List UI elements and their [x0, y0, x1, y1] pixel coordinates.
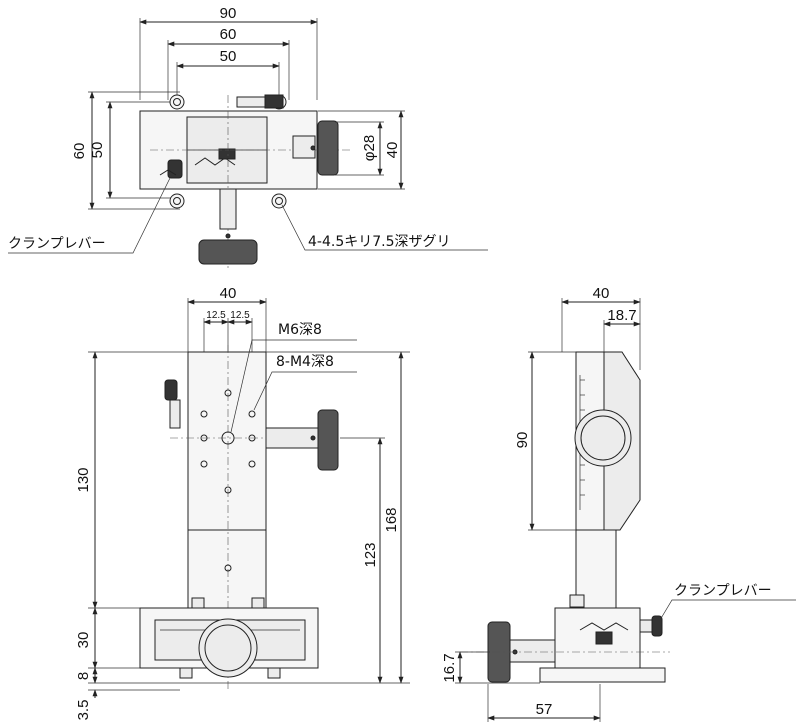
base-foot-left	[179, 667, 193, 679]
dim-130-label: 130	[75, 467, 92, 492]
dim-12-5-right: 12.5	[230, 310, 250, 321]
front-clamp-shaft	[169, 399, 181, 429]
mounting-hole-tl	[169, 94, 185, 110]
dim-3-5-label: 3.5	[75, 700, 92, 721]
front-micrometer-knob-icon	[317, 409, 339, 471]
label-m4-depth: 8-M4深8	[276, 354, 334, 370]
clamp-lever-icon	[167, 159, 183, 179]
vertical-table	[187, 351, 267, 531]
slide-block	[218, 148, 236, 160]
dim-18-7-label: 18.7	[607, 307, 636, 324]
micrometer-knob-bottom-icon	[198, 239, 258, 265]
dim-90v-label: 90	[514, 432, 531, 449]
label-clamp-lever-side: クランプレバー	[674, 583, 772, 599]
micrometer-shaft-bottom	[219, 188, 237, 230]
leader-clamp-top	[8, 177, 171, 254]
side-base-plate	[539, 667, 666, 683]
side-micrometer-thimble-icon	[574, 409, 632, 467]
dim-phi28-label: φ28	[361, 135, 378, 161]
leader-m4	[253, 371, 357, 411]
label-clamp-lever-top: クランプレバー	[8, 236, 106, 252]
dim-60v-label: 60	[71, 143, 88, 160]
base-screw-left	[191, 597, 205, 609]
dim-123-label: 123	[362, 542, 379, 567]
base-micrometer-thimble-icon	[198, 618, 258, 678]
micrometer-knob-right-icon	[317, 120, 339, 176]
dim-168-label: 168	[383, 507, 400, 532]
dim-side-40-label: 40	[593, 285, 610, 302]
dim-57-label: 57	[536, 701, 553, 718]
leader-clamp-side	[659, 599, 796, 621]
dovetail-guide	[194, 157, 236, 166]
label-m6-depth: M6深8	[278, 322, 322, 338]
base-foot-right	[267, 667, 281, 679]
leader-m6	[230, 339, 357, 433]
dim-50-label: 50	[220, 48, 237, 65]
top-clamp	[236, 96, 266, 108]
mounting-hole-br	[271, 193, 287, 209]
dim-12-5-left: 12.5	[206, 310, 226, 321]
dim-16-7-label: 16.7	[441, 653, 458, 682]
front-clamp-lever-icon	[164, 379, 178, 401]
dim-front-40-label: 40	[220, 285, 237, 302]
dim-8-label: 8	[75, 672, 92, 680]
dim-40v-label: 40	[384, 142, 401, 159]
dim-60-label: 60	[220, 26, 237, 43]
front-micrometer-sleeve	[265, 427, 319, 449]
top-clamp-lever-icon	[264, 94, 284, 109]
side-slide-block	[595, 631, 613, 645]
vertical-column	[187, 529, 267, 609]
base-screw-right	[251, 597, 265, 609]
front-view: 40 12.5 12.5 M6深8 8-M4深8	[75, 285, 410, 720]
label-mounting-holes: 4-4.5キリ7.5深ザグリ	[308, 234, 451, 250]
dim-30-label: 30	[75, 632, 92, 649]
m6-center-hole	[221, 431, 235, 445]
leader-holes	[281, 204, 488, 251]
side-screw	[569, 594, 585, 608]
m4-hole-pattern	[200, 389, 256, 572]
side-clamp-lever-icon	[651, 615, 663, 637]
mounting-hole-bl	[169, 193, 185, 209]
dim-90-label: 90	[220, 5, 237, 22]
dim-50v-label: 50	[89, 142, 106, 159]
top-view: 90 60 50 60 50	[8, 5, 488, 270]
side-view: 40 18.7 90	[441, 285, 796, 722]
